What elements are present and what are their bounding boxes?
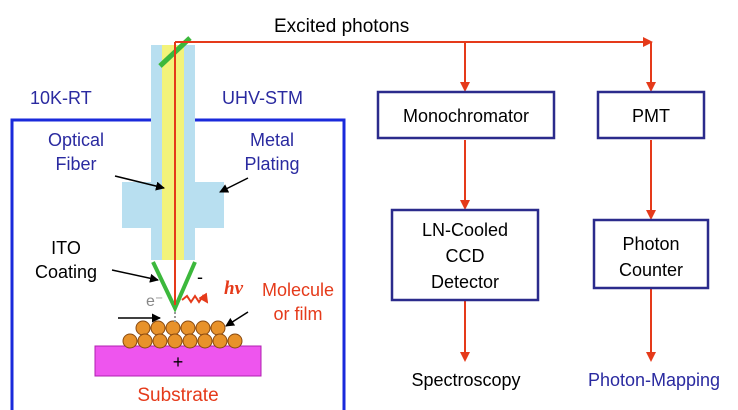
optical-fiber-label-line1: Optical (48, 130, 104, 150)
substrate-label: Substrate (137, 385, 218, 406)
monochromator-box (376, 90, 556, 140)
ito-label-line1: ITO (51, 238, 81, 258)
pointer-ito-coating (111, 269, 159, 283)
uhv-stm-label: UHV-STM (222, 88, 303, 108)
substrate-block (94, 345, 262, 377)
molecule-label-line2: or film (274, 304, 323, 324)
tip-minus-label: - (197, 267, 203, 287)
ccd-label-line2: CCD (446, 246, 485, 266)
molecule-layer (122, 320, 243, 349)
pointer-metal-plating (219, 177, 249, 193)
photon-counter-box (592, 218, 710, 290)
photon-counter-label-line1: Photon (622, 234, 679, 254)
substrate-plus-label: + (173, 352, 184, 372)
ccd-detector-box (390, 208, 540, 302)
excited-photons-label: Excited photons (274, 16, 409, 37)
ito-label-line2: Coating (35, 262, 97, 282)
fiber-core (162, 45, 184, 260)
pmt-label: PMT (632, 106, 670, 126)
emitted-photon-wave (181, 292, 209, 304)
ccd-label-line3: Detector (431, 272, 499, 292)
metal-plating-label-line2: Plating (244, 154, 299, 174)
metal-plating-label-line1: Metal (250, 130, 294, 150)
temperature-label: 10K-RT (30, 88, 92, 108)
electron-label: e⁻ (146, 293, 163, 310)
pmt-box (596, 90, 706, 140)
molecule-label-line1: Molecule (262, 280, 334, 300)
spectroscopy-label: Spectroscopy (411, 370, 520, 390)
ito-tip (151, 261, 197, 313)
optical-fiber-label-line2: Fiber (55, 154, 96, 174)
ccd-label-line1: LN-Cooled (422, 220, 508, 240)
hv-label: hν (224, 278, 244, 299)
photon-mapping-label: Photon-Mapping (588, 370, 720, 390)
pointer-molecule (225, 311, 249, 327)
pointer-optical-fiber (114, 175, 165, 191)
monochromator-label: Monochromator (403, 106, 529, 126)
photon-counter-label-line2: Counter (619, 260, 683, 280)
